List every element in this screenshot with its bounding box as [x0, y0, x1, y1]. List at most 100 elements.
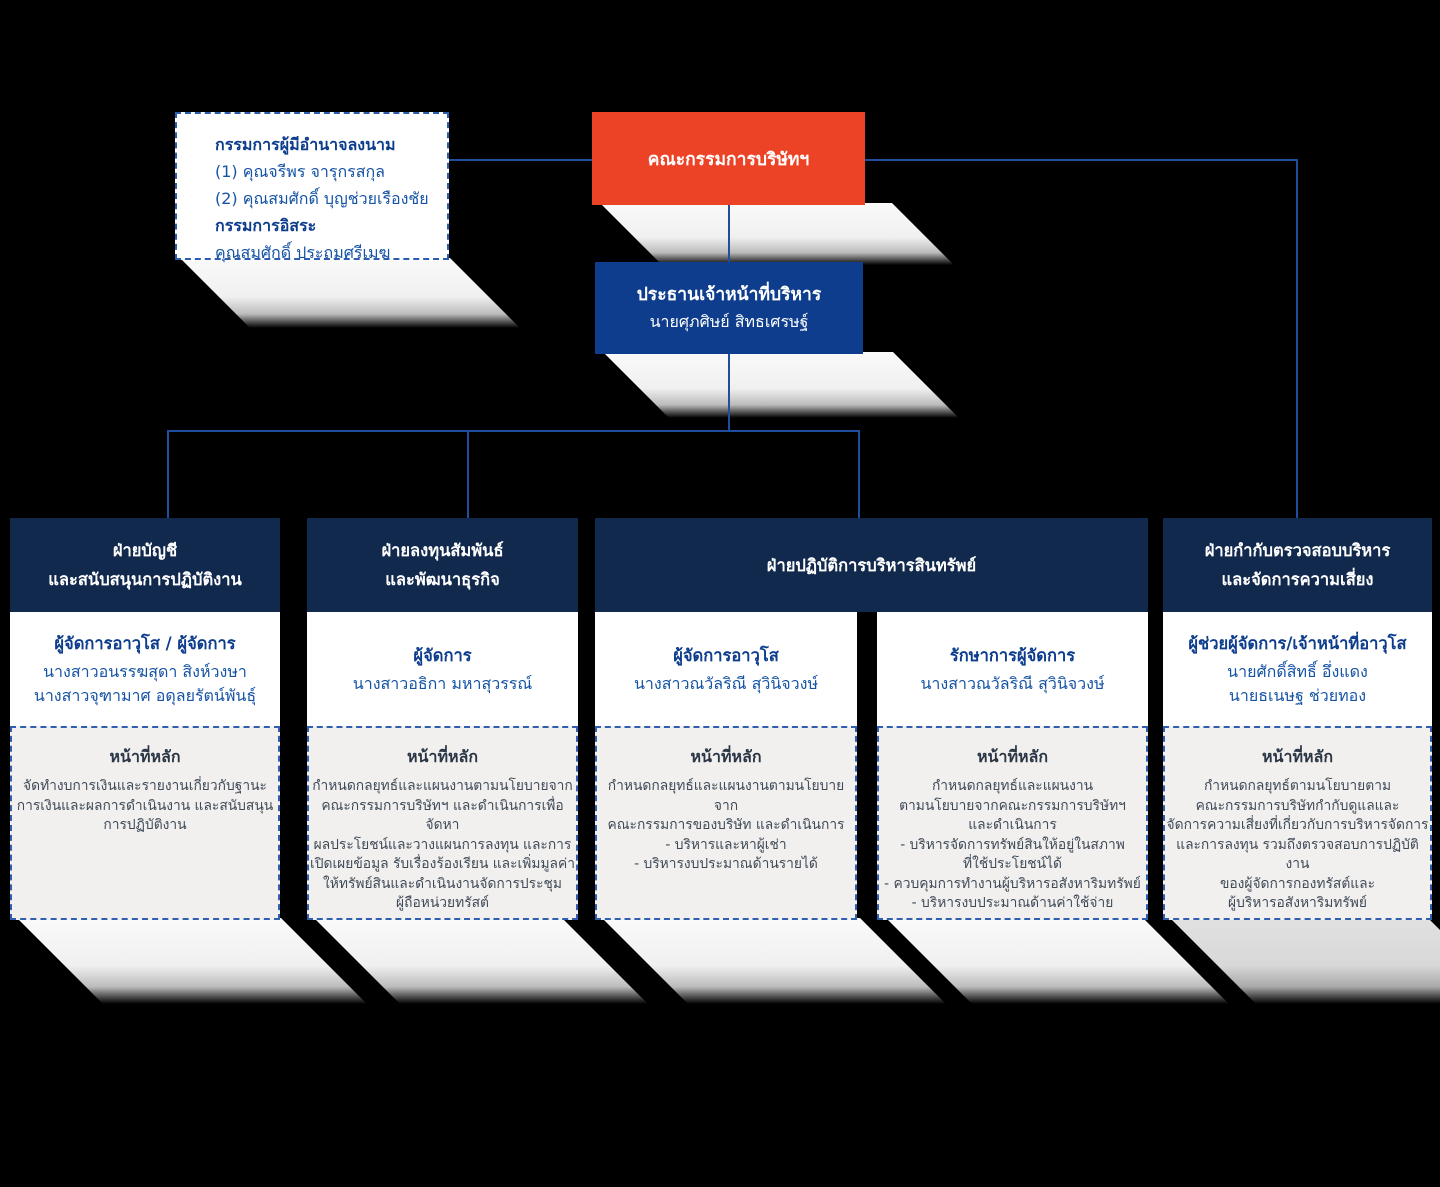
duty-line: และการลงทุน รวมถึงตรวจสอบการปฏิบัติงาน	[1176, 836, 1419, 873]
duty-line: - บริหารงบประมาณด้านรายได้	[634, 856, 818, 872]
dept-2-role: ผู้จัดการ	[413, 645, 472, 665]
dept-title-line: และจัดการความเสี่ยง	[1221, 570, 1374, 589]
duty-line: ให้ทรัพย์สินและดำเนินงานจัดการประชุม	[323, 875, 562, 892]
duty-line: ที่ใช้ประโยชน์ได้	[963, 856, 1062, 872]
dept-4-duty: หน้าที่หลัก กำหนดกลยุทธ์ตามนโยบายตามคณะก…	[1163, 726, 1432, 920]
duty-heading: หน้าที่หลัก	[690, 747, 762, 766]
person-name: นายศักดิ์สิทธิ์ อึ่งแดง	[1227, 661, 1368, 681]
dept-3a-people: ผู้จัดการอาวุโส นางสาวณวัลริณี สุวินิจวง…	[595, 612, 857, 726]
dept-card-compliance-risk: ฝ่ายกำกับตรวจสอบบริหารและจัดการความเสี่ย…	[1163, 518, 1432, 920]
dept-3-subunit-senior-manager: ผู้จัดการอาวุโส นางสาวณวัลริณี สุวินิจวง…	[595, 612, 857, 920]
duty-heading: หน้าที่หลัก	[1261, 747, 1334, 766]
duty-line: - ควบคุมการทำงานผู้บริหารอสังหาริมทรัพย์	[884, 875, 1141, 892]
duty-line: กำหนดกลยุทธ์และแผนงาน	[931, 778, 1094, 794]
dept-3a-duty: หน้าที่หลัก กำหนดกลยุทธ์และแผนงานตามนโยบ…	[595, 726, 857, 920]
person-name: นางสาวอธิกา มหาสุวรรณ์	[352, 673, 533, 693]
dept-title-line: และสนับสนุนการปฏิบัติงาน	[48, 570, 242, 589]
independent-directors-heading: กรรมการอิสระ	[215, 216, 317, 235]
dept-1-role: ผู้จัดการอาวุโส / ผู้จัดการ	[54, 633, 236, 653]
dept-3a-duty-lines: กำหนดกลยุทธ์และแผนงานตามนโยบายจากคณะกรรม…	[597, 777, 855, 875]
duty-line: การเงินและผลการดำเนินงาน และสนับสนุน	[16, 797, 274, 814]
ceo-name: นายศุภศิษย์ สิทธเศรษฐ์	[649, 311, 809, 331]
dept-3b-role: รักษาการผู้จัดการ	[949, 645, 1076, 665]
dept-3b-duty: หน้าที่หลัก กำหนดกลยุทธ์และแผนงานตามนโยบ…	[877, 726, 1148, 920]
connector-signatories-board	[449, 159, 592, 161]
dept-3a-role: ผู้จัดการอาวุโส	[673, 645, 779, 665]
ceo-title: ประธานเจ้าหน้าที่บริหาร	[636, 284, 822, 305]
duty-line: คณะกรรมการบริษัทฯ และดำเนินการเพื่อจัดหา	[321, 797, 564, 834]
shadow-dept-3-left	[602, 918, 946, 1004]
connector-board-ceo	[728, 205, 730, 262]
shadow-ceo	[603, 352, 959, 418]
ceo-box: ประธานเจ้าหน้าที่บริหาร นายศุภศิษย์ สิทธ…	[595, 262, 863, 354]
independent-director-item: คุณสมศักดิ์ ประถมศรีเมฆ	[215, 243, 391, 262]
dept-1-names: นางสาวอนรรฆสุดา สิงห์วงษานางสาวจุฑามาศ อ…	[34, 660, 256, 708]
shadow-signatories	[180, 258, 520, 328]
person-name: นางสาวณวัลริณี สุวินิจวงษ์	[920, 673, 1105, 693]
duty-line: - บริหารงบประมาณด้านค่าใช้จ่าย	[911, 895, 1114, 911]
connector-ceo-down	[728, 354, 730, 432]
dept-2-title: ฝ่ายลงทุนสัมพันธ์และพัฒนาธุรกิจ	[307, 518, 578, 612]
duty-line: คณะกรรมการของบริษัท และดำเนินการ	[607, 817, 845, 833]
person-name: นางสาวณวัลริณี สุวินิจวงษ์	[633, 673, 819, 693]
dept-2-duty-lines: กำหนดกลยุทธ์และแผนงานตามนโยบายจากคณะกรรม…	[309, 777, 576, 914]
dept-title-line: และพัฒนาธุรกิจ	[385, 570, 500, 589]
duty-line: การปฏิบัติงาน	[103, 817, 187, 833]
duty-line: คณะกรรมการบริษัทกำกับดูแลและ	[1195, 797, 1400, 814]
shadow-dept-1	[17, 918, 367, 1004]
dept-3b-people: รักษาการผู้จัดการ นางสาวณวัลริณี สุวินิจ…	[877, 612, 1148, 726]
connector-right-down	[1296, 159, 1298, 519]
dept-1-duty-lines: จัดทำงบการเงินและรายงานเกี่ยวกับฐานะการเ…	[12, 777, 278, 836]
dept-2-duty: หน้าที่หลัก กำหนดกลยุทธ์และแผนงานตามนโยบ…	[307, 726, 578, 920]
duty-line: ผลประโยชน์และวางแผนการลงทุน และการ	[313, 836, 572, 853]
shadow-dept-2	[314, 918, 648, 1004]
dept-3b-duty-lines: กำหนดกลยุทธ์และแผนงานตามนโยบายจากคณะกรรม…	[879, 777, 1146, 914]
person-name: นางสาวอนรรฆสุดา สิงห์วงษา	[43, 661, 247, 681]
independent-directors-list: คุณสมศักดิ์ ประถมศรีเมฆ	[215, 239, 437, 266]
person-name: นายธเนษฐ ช่วยทอง	[1228, 685, 1367, 705]
dept-card-investor-relations: ฝ่ายลงทุนสัมพันธ์และพัฒนาธุรกิจ ผู้จัดกา…	[307, 518, 578, 920]
duty-line: - บริหารจัดการทรัพย์สินให้อยู่ในสภาพ	[900, 836, 1125, 853]
duty-line: เปิดเผยข้อมูล รับเรื่องร้องเรียน และเพิ่…	[310, 856, 575, 872]
dept-2-people: ผู้จัดการ นางสาวอธิกา มหาสุวรรณ์	[307, 612, 578, 726]
dept-card-accounting: ฝ่ายบัญชีและสนับสนุนการปฏิบัติงาน ผู้จัด…	[10, 518, 280, 920]
signing-directors-list: (1) คุณจรีพร จารุกรสกุล (2) คุณสมศักดิ์ บ…	[215, 158, 437, 212]
duty-line: กำหนดกลยุทธ์ตามนโยบายตาม	[1203, 778, 1392, 794]
signing-directors-heading: กรรมการผู้มีอำนาจลงนาม	[215, 135, 396, 154]
signing-director-item: (2) คุณสมศักดิ์ บุญช่วยเรืองชัย	[215, 189, 429, 208]
duty-line: และดำเนินการ	[968, 817, 1057, 833]
dept-3-subunit-acting-manager: รักษาการผู้จัดการ นางสาวณวัลริณี สุวินิจ…	[877, 612, 1148, 920]
dept-title-line: ฝ่ายปฏิบัติการบริหารสินทรัพย์	[766, 555, 977, 575]
shadow-dept-3-right	[886, 918, 1229, 1004]
dept-4-names: นายศักดิ์สิทธิ์ อึ่งแดงนายธเนษฐ ช่วยทอง	[1227, 660, 1368, 708]
duty-line: - บริหารและหาผู้เช่า	[665, 836, 787, 853]
dept-3-title: ฝ่ายปฏิบัติการบริหารสินทรัพย์	[595, 518, 1148, 612]
duty-line: ตามนโยบายจากคณะกรรมการบริษัทฯ	[899, 797, 1126, 814]
dept-title-line: ฝ่ายบัญชี	[112, 541, 178, 560]
board-of-directors-box: คณะกรรมการบริษัทฯ	[592, 112, 865, 205]
duty-line: ผู้ถือหน่วยทรัสต์	[396, 895, 489, 911]
person-name: นางสาวจุฑามาศ อดุลยรัตน์พันธุ์	[33, 685, 257, 705]
dept-3b-names: นางสาวณวัลริณี สุวินิจวงษ์	[920, 672, 1104, 696]
duty-line: จัดทำงบการเงินและรายงานเกี่ยวกับฐานะ	[23, 778, 267, 794]
shadow-board	[600, 203, 954, 265]
duty-line: จัดการความเสี่ยงที่เกี่ยวกับการบริหารจัด…	[1166, 817, 1429, 833]
dept-4-role: ผู้ช่วยผู้จัดการ/เจ้าหน้าที่อาวุโส	[1188, 633, 1407, 653]
dept-4-people: ผู้ช่วยผู้จัดการ/เจ้าหน้าที่อาวุโส นายศั…	[1163, 612, 1432, 726]
dept-card-asset-operations: ฝ่ายปฏิบัติการบริหารสินทรัพย์ ผู้จัดการอ…	[595, 518, 1148, 920]
signing-director-item: (1) คุณจรีพร จารุกรสกุล	[215, 162, 385, 181]
board-title: คณะกรรมการบริษัทฯ	[647, 149, 810, 170]
dept-1-title: ฝ่ายบัญชีและสนับสนุนการปฏิบัติงาน	[10, 518, 280, 612]
connector-departments-horizontal	[167, 430, 860, 432]
dept-4-title: ฝ่ายกำกับตรวจสอบบริหารและจัดการความเสี่ย…	[1163, 518, 1432, 612]
duty-heading: หน้าที่หลัก	[976, 747, 1049, 766]
signatories-box: กรรมการผู้มีอำนาจลงนาม (1) คุณจรีพร จารุ…	[175, 112, 449, 262]
dept-1-duty: หน้าที่หลัก จัดทำงบการเงินและรายงานเกี่ย…	[10, 726, 280, 920]
duty-heading: หน้าที่หลัก	[109, 747, 181, 766]
connector-board-right	[865, 159, 1298, 161]
dept-title-line: ฝ่ายลงทุนสัมพันธ์	[381, 541, 504, 560]
dept-3a-names: นางสาวณวัลริณี สุวินิจวงษ์	[634, 672, 818, 696]
duty-line: กำหนดกลยุทธ์และแผนงานตามนโยบายจาก	[312, 778, 573, 794]
duty-heading: หน้าที่หลัก	[406, 747, 479, 766]
